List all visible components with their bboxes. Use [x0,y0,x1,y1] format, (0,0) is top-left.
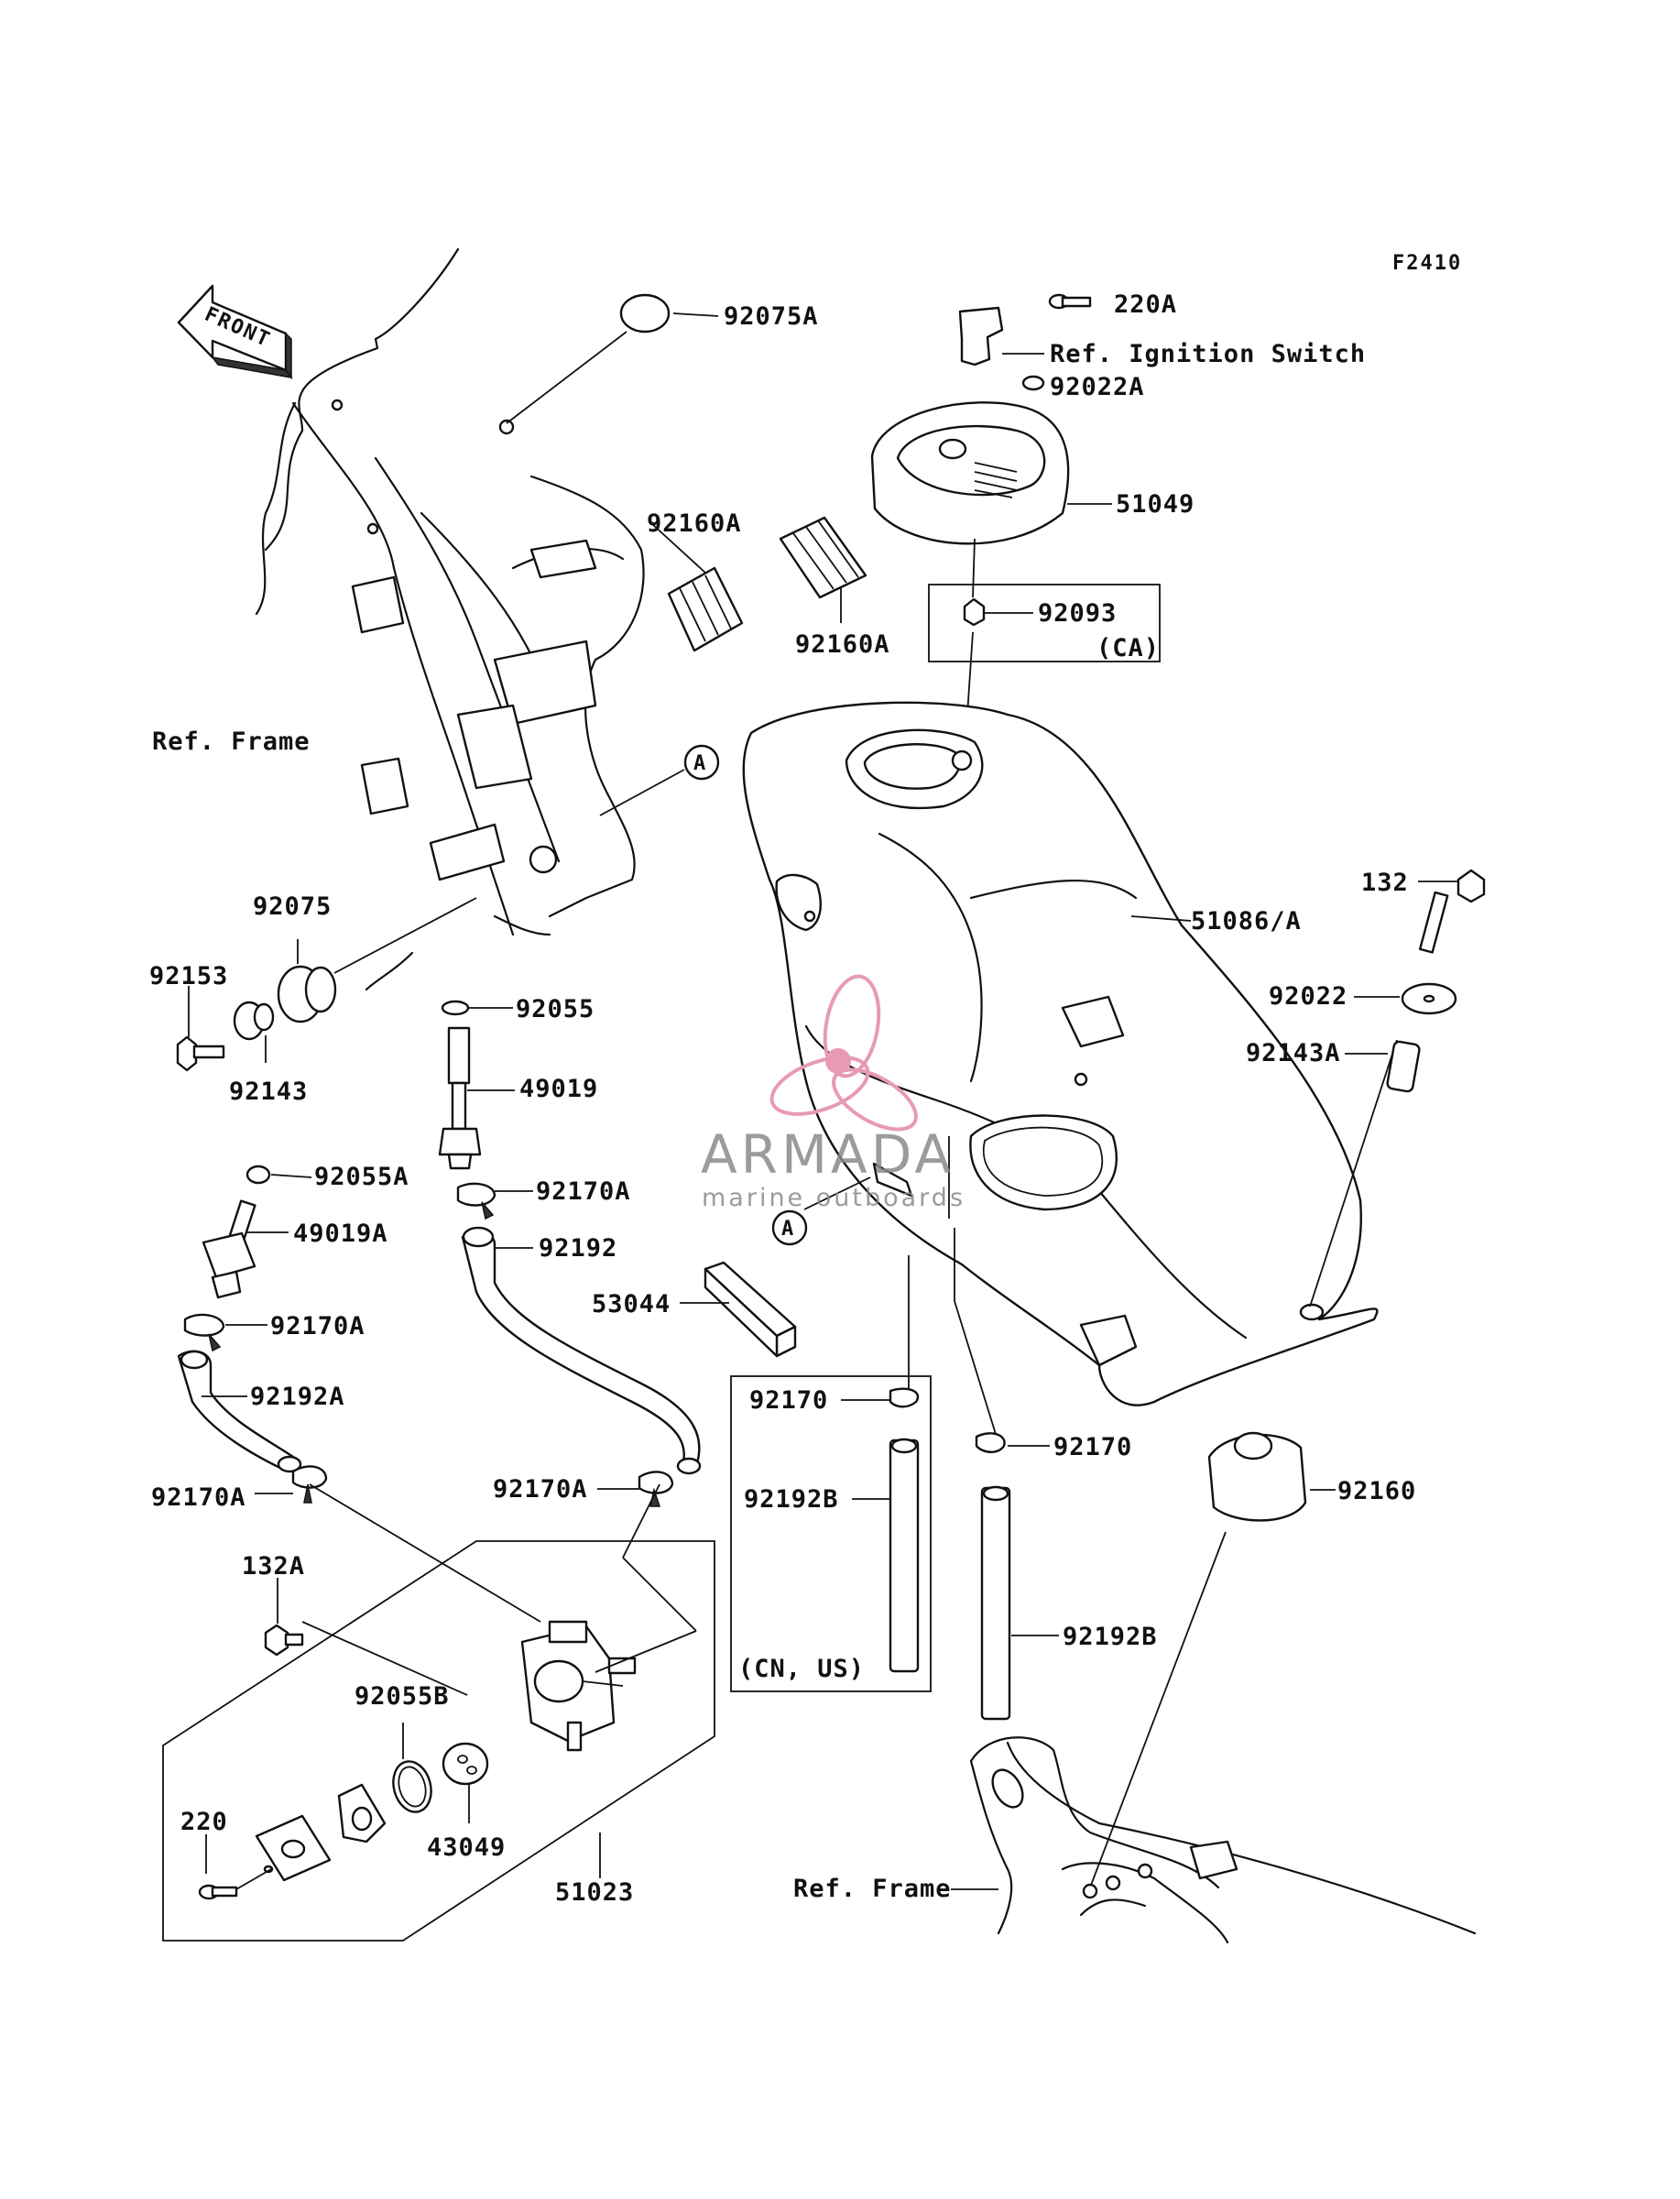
label-92055A: 92055A [314,1163,409,1191]
part-plate [255,1814,332,1882]
part-92170A-clamp-2 [183,1313,267,1352]
label-51023: 51023 [555,1878,634,1907]
label-49019A: 49019A [293,1220,388,1248]
label-92192B-box: 92192B [744,1485,839,1514]
label-92022: 92022 [1269,982,1347,1011]
part-132-bolt [1418,869,1486,954]
label-92075A: 92075A [724,302,819,331]
label-92075: 92075 [253,892,332,921]
part-92075A-cap [506,293,719,424]
label-92192A: 92192A [250,1383,345,1411]
watermark-brand: ARMADA [701,1123,955,1186]
label-92160A-left: 92160A [647,509,742,538]
callout-a-upper: A [599,744,720,816]
label-43049: 43049 [427,1833,506,1862]
label-92160: 92160 [1337,1477,1416,1505]
part-92055-oring [441,1000,513,1016]
part-92192A-hose [177,1350,302,1473]
label-92143A: 92143A [1246,1039,1341,1067]
part-92192B-hose-right [980,1485,1059,1721]
part-51049-fuel-cap [870,401,1112,598]
label-92170-right: 92170 [1053,1433,1132,1461]
part-51023-fuel-tap [162,1483,715,1942]
callout-a-lower: A [771,1176,871,1246]
svg-text:A: A [781,1218,795,1241]
label-92170A-upper: 92170A [536,1177,631,1206]
front-arrow-icon: FRONT [177,284,293,380]
label-132: 132 [1361,869,1409,897]
part-92153-bolt [176,986,225,1072]
part-53044-pad [680,1261,797,1358]
part-labels: 92075A 220A Ref. Ignition Switch 92022A … [149,290,1416,1907]
label-51049: 51049 [1116,490,1195,519]
svg-text:A: A [693,752,707,775]
label-92022A: 92022A [1050,373,1145,401]
part-92055B-oring [392,1723,432,1813]
part-lever-gasket [337,1783,387,1843]
label-ref-frame-bottom: Ref. Frame [793,1875,952,1903]
label-92160A-right: 92160A [795,630,890,659]
label-92143: 92143 [229,1078,308,1106]
part-92192-hose [461,1226,702,1475]
figure-code: F2410 [1392,252,1462,275]
part-92022-washer [1354,982,1457,1015]
label-92055B: 92055B [355,1682,450,1711]
label-92170-box: 92170 [749,1386,828,1415]
part-51086A-fuel-tank [742,701,1398,1444]
label-132A: 132A [242,1552,305,1581]
watermark: ARMADA marine outboards [701,974,965,1212]
label-92055: 92055 [516,995,595,1023]
part-43049-diaphragm [442,1742,489,1823]
label-220: 220 [180,1808,228,1836]
part-92170A-clamp-3 [255,1465,328,1504]
watermark-tagline: marine outboards [702,1184,965,1212]
label-92192: 92192 [539,1234,617,1263]
propeller-logo-icon [769,974,918,1132]
part-220A-screw [1048,293,1092,310]
label-53044: 53044 [592,1290,671,1318]
label-92093-region: (CA) [1096,634,1160,662]
label-220A: 220A [1114,290,1177,319]
part-92170-clamp-right [975,1432,1050,1453]
cn-us-hose-box [730,1375,932,1692]
part-92160A-cushion-left [651,523,744,652]
frame-bottom-right [951,1736,1477,1944]
part-92075-grommet [277,897,477,1023]
label-92170A-left: 92170A [270,1312,365,1340]
part-220-screw [198,1834,272,1900]
part-49019-filter [438,1026,515,1170]
frame-top-left [255,247,645,991]
part-92143-collar [233,1001,275,1063]
label-49019: 49019 [519,1075,598,1103]
label-92170A-lower-left: 92170A [151,1483,246,1512]
part-92170A-clamp-4 [597,1471,674,1507]
part-132A-screw [264,1578,468,1696]
part-92160-cushion [1089,1431,1336,1888]
part-92170A-clamp-1 [456,1182,533,1220]
label-cn-us: (CN, US) [738,1655,865,1683]
label-51086A: 51086/A [1191,907,1302,935]
part-92143A-collar [1345,1040,1421,1093]
label-ref-ignition-switch: Ref. Ignition Switch [1050,340,1366,368]
label-ref-frame-top: Ref. Frame [152,728,311,756]
label-92153: 92153 [149,962,228,990]
part-ignition-plug [958,306,1044,366]
part-49019A-filter [202,1199,289,1299]
part-92160A-cushion-right [779,516,867,623]
label-92192B-right: 92192B [1063,1623,1158,1651]
part-92055A-oring [245,1165,312,1185]
label-92170A-lower-mid: 92170A [493,1475,588,1504]
part-92022A-washer [1021,375,1045,391]
label-92093: 92093 [1038,599,1117,628]
